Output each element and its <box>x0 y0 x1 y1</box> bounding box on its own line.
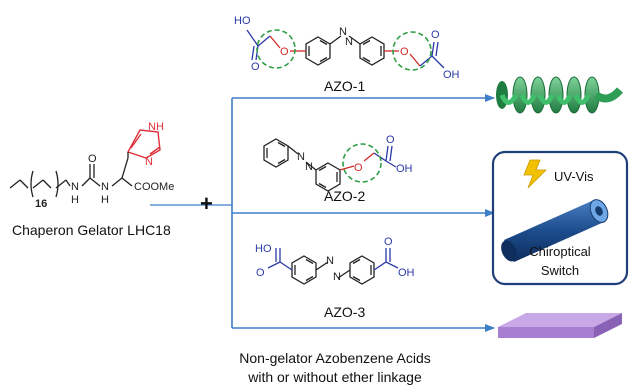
atom-label: N <box>326 255 334 267</box>
gelator-label: Chaperon Gelator LHC18 <box>12 222 171 238</box>
atom-label: N <box>101 181 109 193</box>
tube-nanostructure <box>501 199 609 262</box>
atom-label: O <box>384 236 393 248</box>
footer-line-2: with or without ether linkage <box>248 369 422 385</box>
helix-nanostructure <box>496 76 624 114</box>
atom-label: O <box>354 162 363 174</box>
benzene-ring <box>359 36 385 66</box>
atom-label: OH <box>396 163 413 175</box>
atom-label: OH <box>443 69 460 81</box>
atom-label: N <box>333 271 341 283</box>
atom-label: 16 <box>35 198 47 210</box>
sheet-nanostructure <box>498 313 622 338</box>
atom-label: H <box>101 194 109 206</box>
atom-label: H <box>71 194 79 206</box>
azo-3-structure <box>267 248 399 285</box>
plus-sign: + <box>200 191 213 216</box>
atom-label: NH <box>148 121 164 133</box>
footer-line-1: Non-gelator Azobenzene Acids <box>239 350 431 366</box>
atom-label: O <box>280 46 289 58</box>
benzene-ring <box>291 255 317 285</box>
atom-label: O <box>431 29 440 41</box>
azo-1-structure <box>246 29 445 69</box>
lightning-bolt-icon <box>523 159 547 189</box>
atom-label: N <box>71 181 79 193</box>
atom-label: O <box>251 61 260 73</box>
ether-highlight-circle <box>256 29 296 69</box>
benzene-ring <box>349 255 375 285</box>
azo-2-structure <box>263 138 397 192</box>
atom-label: HO <box>255 243 272 255</box>
atom-label: O <box>400 46 409 58</box>
atom-label: O <box>88 153 97 165</box>
azo-1-label: AZO-1 <box>324 78 366 94</box>
lhc18-structure <box>9 157 133 198</box>
atom-label: COOMe <box>134 181 174 193</box>
switch-label-line2: Switch <box>541 263 579 278</box>
azo-3-label: AZO-3 <box>324 304 366 320</box>
atom-label: HO <box>234 15 251 27</box>
atom-label: N <box>145 156 153 168</box>
atom-label: OH <box>398 267 415 279</box>
atom-label: N <box>345 36 353 48</box>
stimulus-label: UV-Vis <box>554 169 594 184</box>
switch-label-line1: Chiroptical <box>529 244 591 259</box>
reaction-arrows <box>150 94 495 332</box>
atom-label: N <box>305 161 313 173</box>
ether-highlight-circle <box>342 143 382 183</box>
imidazole-ring <box>126 129 161 159</box>
azo-2-label: AZO-2 <box>324 188 366 204</box>
atom-label: O <box>386 134 395 146</box>
atom-label: N <box>297 151 305 163</box>
atom-label: N <box>339 26 347 38</box>
ether-highlight-circle <box>392 31 432 71</box>
atom-label: O <box>256 267 265 279</box>
